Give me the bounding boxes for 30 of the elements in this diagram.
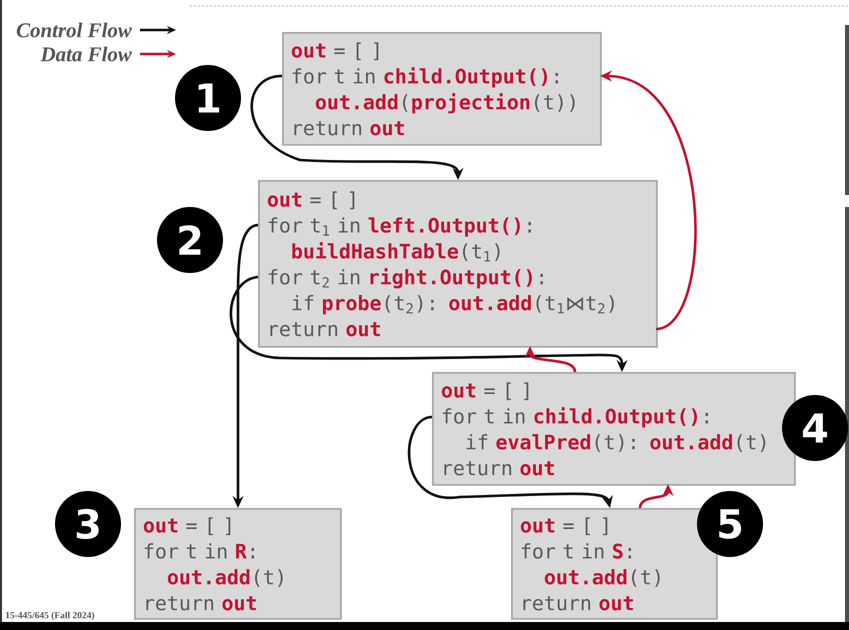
code-line: return out <box>523 596 633 610</box>
code-line: out = [ ] <box>144 517 230 536</box>
code-box <box>134 508 342 620</box>
code-line: buildHashTable(t$_{1}$) <box>292 242 500 262</box>
code-line: for t$_{1}$ in left.Output(): <box>268 217 531 237</box>
code-line: out = [ ] <box>442 382 528 400</box>
code-line: out.add(t) <box>544 569 660 587</box>
code-box <box>432 372 796 486</box>
code-line: out = [ ] <box>520 517 608 536</box>
code-line: return out <box>146 596 256 610</box>
code-line: for t in S: <box>522 543 631 559</box>
code-line: if evalPred(t): out.add(t) <box>466 434 766 452</box>
code-line: for t in R: <box>144 543 254 559</box>
code-box <box>258 180 658 348</box>
code-box <box>511 508 718 620</box>
code-box <box>282 32 602 146</box>
code-line: if probe(t$_{2}$): out.add(t$_{1}$⋈t$_{2}$) <box>292 295 614 314</box>
code-line: return out <box>270 322 380 336</box>
code-line: return out <box>444 461 554 476</box>
code-line: for t$_{2}$ in right.Output(): <box>268 268 543 288</box>
code-line: for t in child.Output(): <box>292 67 558 88</box>
code-line: out = [ ] <box>268 191 354 210</box>
legend-label: Data Flow <box>40 46 132 62</box>
code-line: for t in child.Output(): <box>442 407 708 428</box>
code-line: out.add(t) <box>168 569 283 587</box>
code-line: out = [ ] <box>292 42 378 60</box>
code-line: return out <box>294 121 404 136</box>
legend-label: Control Flow <box>16 22 132 38</box>
footer-text: 15-445/645 (Fall 2024) <box>6 612 94 620</box>
code-line: out.add(projection(t)) <box>316 93 575 114</box>
